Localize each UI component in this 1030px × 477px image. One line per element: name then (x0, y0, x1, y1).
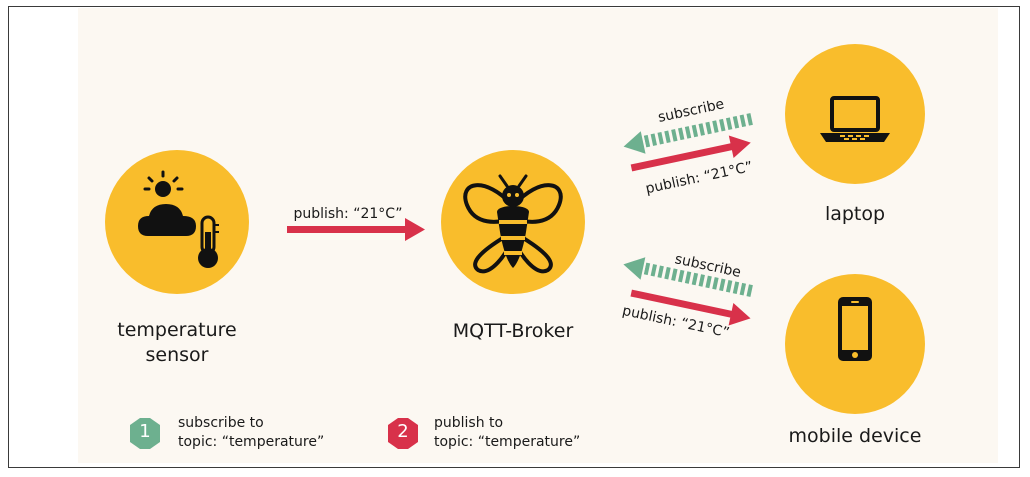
sensor-label-line2: sensor (145, 344, 209, 366)
arrow-sensor-to-broker (287, 218, 425, 241)
legend-subscribe-line1: subscribe to (178, 415, 264, 431)
legend-hex-publish (388, 418, 418, 449)
sensor-label: temperature sensor (117, 318, 237, 368)
bee-icon (463, 174, 563, 274)
laptop-label: laptop (824, 203, 886, 225)
legend-publish-line1: publish to (434, 415, 504, 431)
legend-text-subscribe: subscribe to topic: “temperature” (178, 414, 324, 452)
arrow-broker-to-mobile (630, 289, 751, 326)
legend-subscribe-line2: topic: “temperature” (178, 434, 325, 450)
mobile-label: mobile device (788, 425, 922, 447)
legend-hex-subscribe (130, 418, 160, 449)
legend-publish-line2: topic: “temperature” (434, 434, 581, 450)
sensor-label-line1: temperature (117, 319, 237, 341)
legend-number-1: 1 (139, 421, 151, 442)
arrow-label-sensor-to-broker: publish: “21°C” (293, 206, 402, 222)
laptop-circle (785, 44, 925, 184)
laptop-icon (820, 96, 890, 142)
legend-number-2: 2 (397, 421, 409, 442)
broker-label: MQTT-Broker (452, 320, 574, 342)
arrow-laptop-to-broker (623, 112, 754, 154)
legend-text-publish: publish to topic: “temperature” (434, 414, 580, 452)
smartphone-icon (838, 297, 872, 361)
arrow-mobile-to-broker (623, 257, 754, 298)
arrow-broker-to-laptop (630, 135, 751, 172)
weather-sensor-icon (135, 170, 219, 268)
